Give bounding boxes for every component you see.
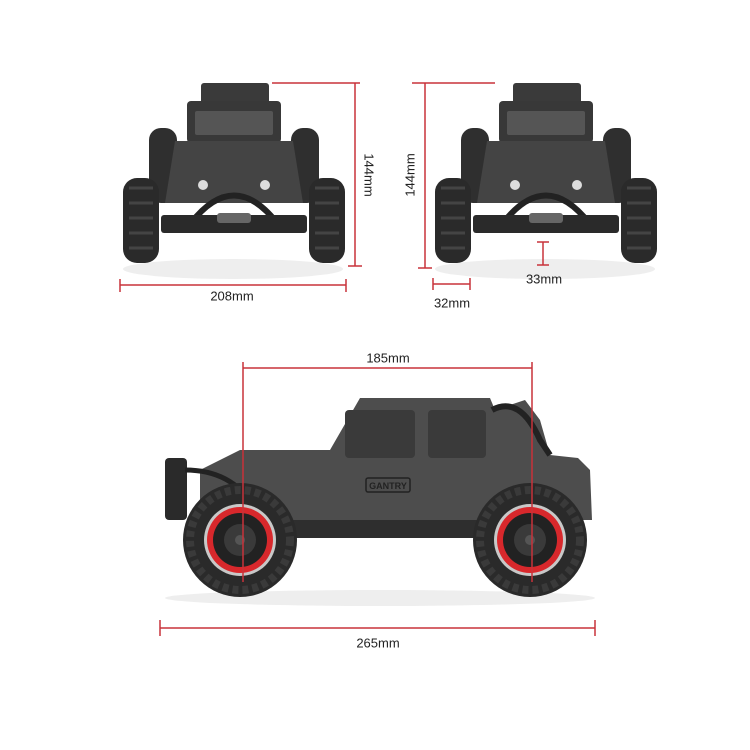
tire-width-label: 32mm [433,295,471,311]
gantry-logo: GANTRY [369,481,407,491]
front-height-label: 144mm [361,153,377,197]
front-view-truck [123,83,345,279]
length-label: 265mm [356,635,400,651]
dimension-lines [119,82,596,636]
wheelbase-label: 185mm [366,350,410,366]
front-width-label: 208mm [210,288,254,304]
ground-clearance-label: 33mm [525,271,563,287]
front2-height-label: 144mm [402,153,418,197]
side-view-truck: GANTRY [165,398,595,606]
front-view-truck-2 [435,83,657,279]
